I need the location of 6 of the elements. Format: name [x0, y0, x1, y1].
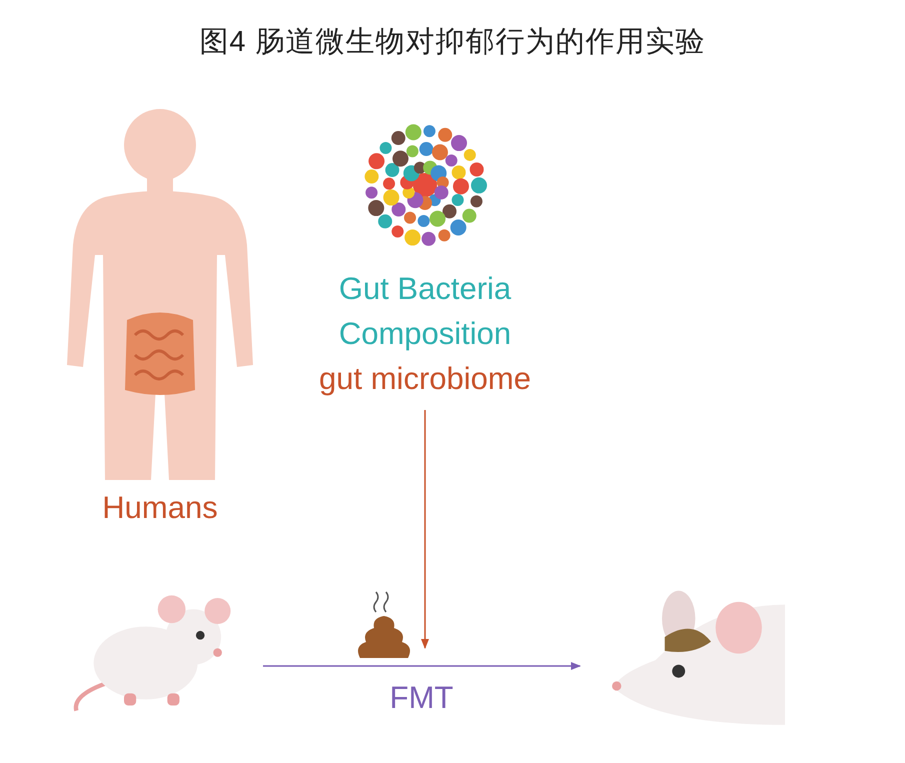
node-label: Humans	[102, 489, 218, 527]
arrow	[263, 662, 581, 670]
arrow	[421, 410, 429, 649]
node-label: gut microbiome	[318, 360, 532, 398]
title: 图4 肠道微生物对抑郁行为的作用实验	[198, 25, 707, 60]
node-label: Gut Bacteria Composition	[338, 270, 512, 353]
